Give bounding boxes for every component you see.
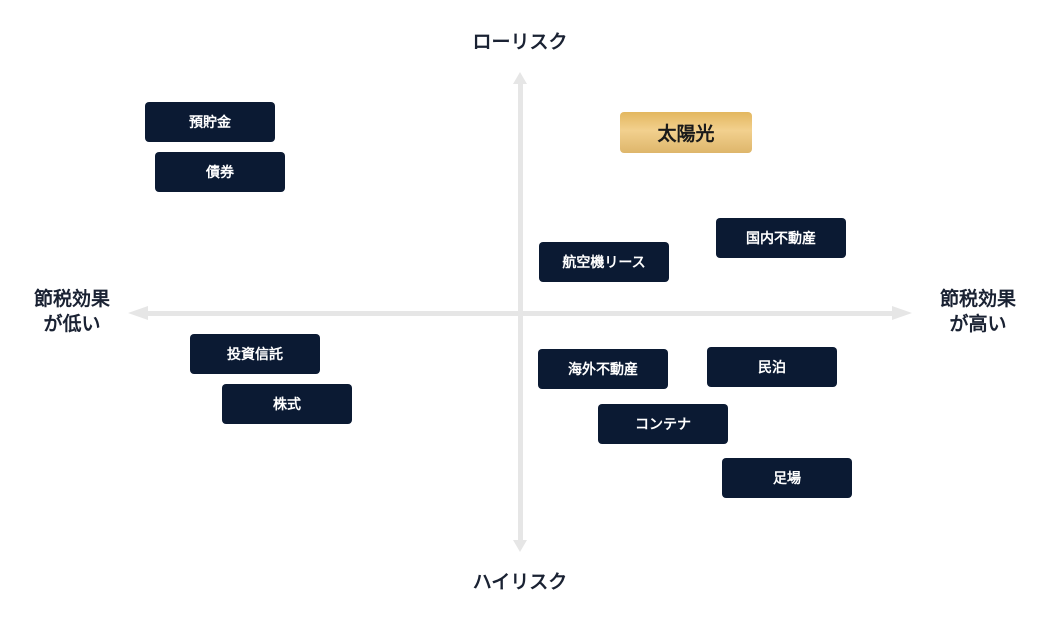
axis-label-right: 節税効果 が高い [918, 287, 1038, 337]
item-investment-trust: 投資信託 [190, 334, 320, 374]
axis-label-left-line2: が低い [43, 313, 101, 335]
arrow-left-icon [128, 306, 148, 320]
item-minpaku: 民泊 [707, 347, 837, 387]
item-aircraft-lease: 航空機リース [539, 242, 669, 282]
item-container: コンテナ [598, 404, 728, 444]
axis-label-left-line1: 節税効果 [33, 288, 110, 310]
axis-label-right-line1: 節税効果 [939, 288, 1016, 310]
item-domestic-real-estate: 国内不動産 [716, 218, 846, 258]
arrow-down-icon [513, 540, 527, 552]
arrow-right-icon [892, 306, 912, 320]
item-scaffolding: 足場 [722, 458, 852, 498]
axis-label-right-line2: が高い [949, 313, 1007, 335]
item-solar-highlight: 太陽光 [620, 112, 752, 153]
item-deposits: 預貯金 [145, 102, 275, 142]
arrow-up-icon [513, 72, 527, 84]
axis-label-left: 節税効果 が低い [12, 287, 132, 337]
axis-label-bottom: ハイリスク [472, 571, 568, 593]
item-stocks: 株式 [222, 384, 352, 424]
axis-label-top: ローリスク [472, 31, 568, 53]
horizontal-axis [140, 311, 900, 316]
item-bonds: 債券 [155, 152, 285, 192]
item-overseas-real-estate: 海外不動産 [538, 349, 668, 389]
